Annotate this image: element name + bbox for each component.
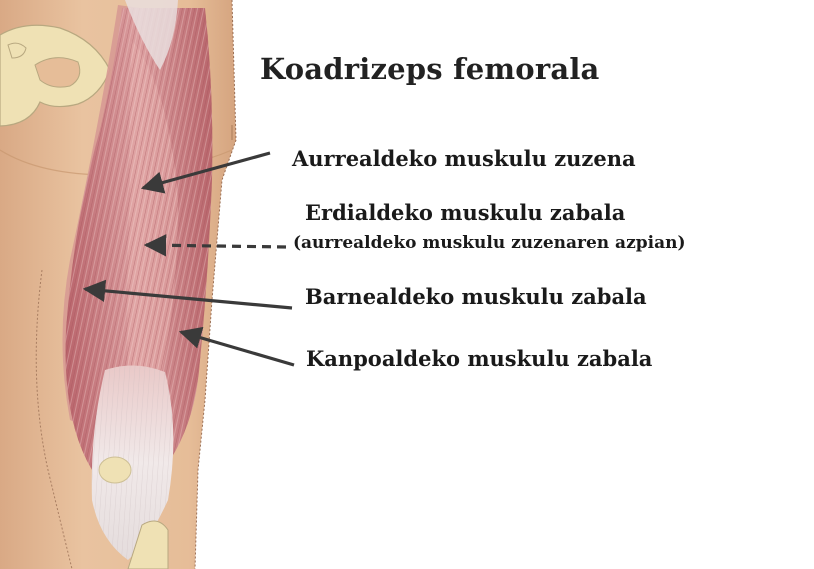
label-vastus-intermedius: Erdialdeko muskulu zabala	[305, 200, 625, 225]
label-vastus-medialis: Barnealdeko muskulu zabala	[305, 284, 647, 309]
diagram-title: Koadrizeps femorala	[260, 52, 600, 86]
label-vastus-intermedius-note: (aurrealdeko muskulu zuzenaren azpian)	[293, 233, 686, 253]
patella	[99, 457, 131, 483]
label-vastus-lateralis: Kanpoaldeko muskulu zabala	[306, 346, 652, 371]
label-rectus-femoris: Aurrealdeko muskulu zuzena	[292, 146, 636, 171]
